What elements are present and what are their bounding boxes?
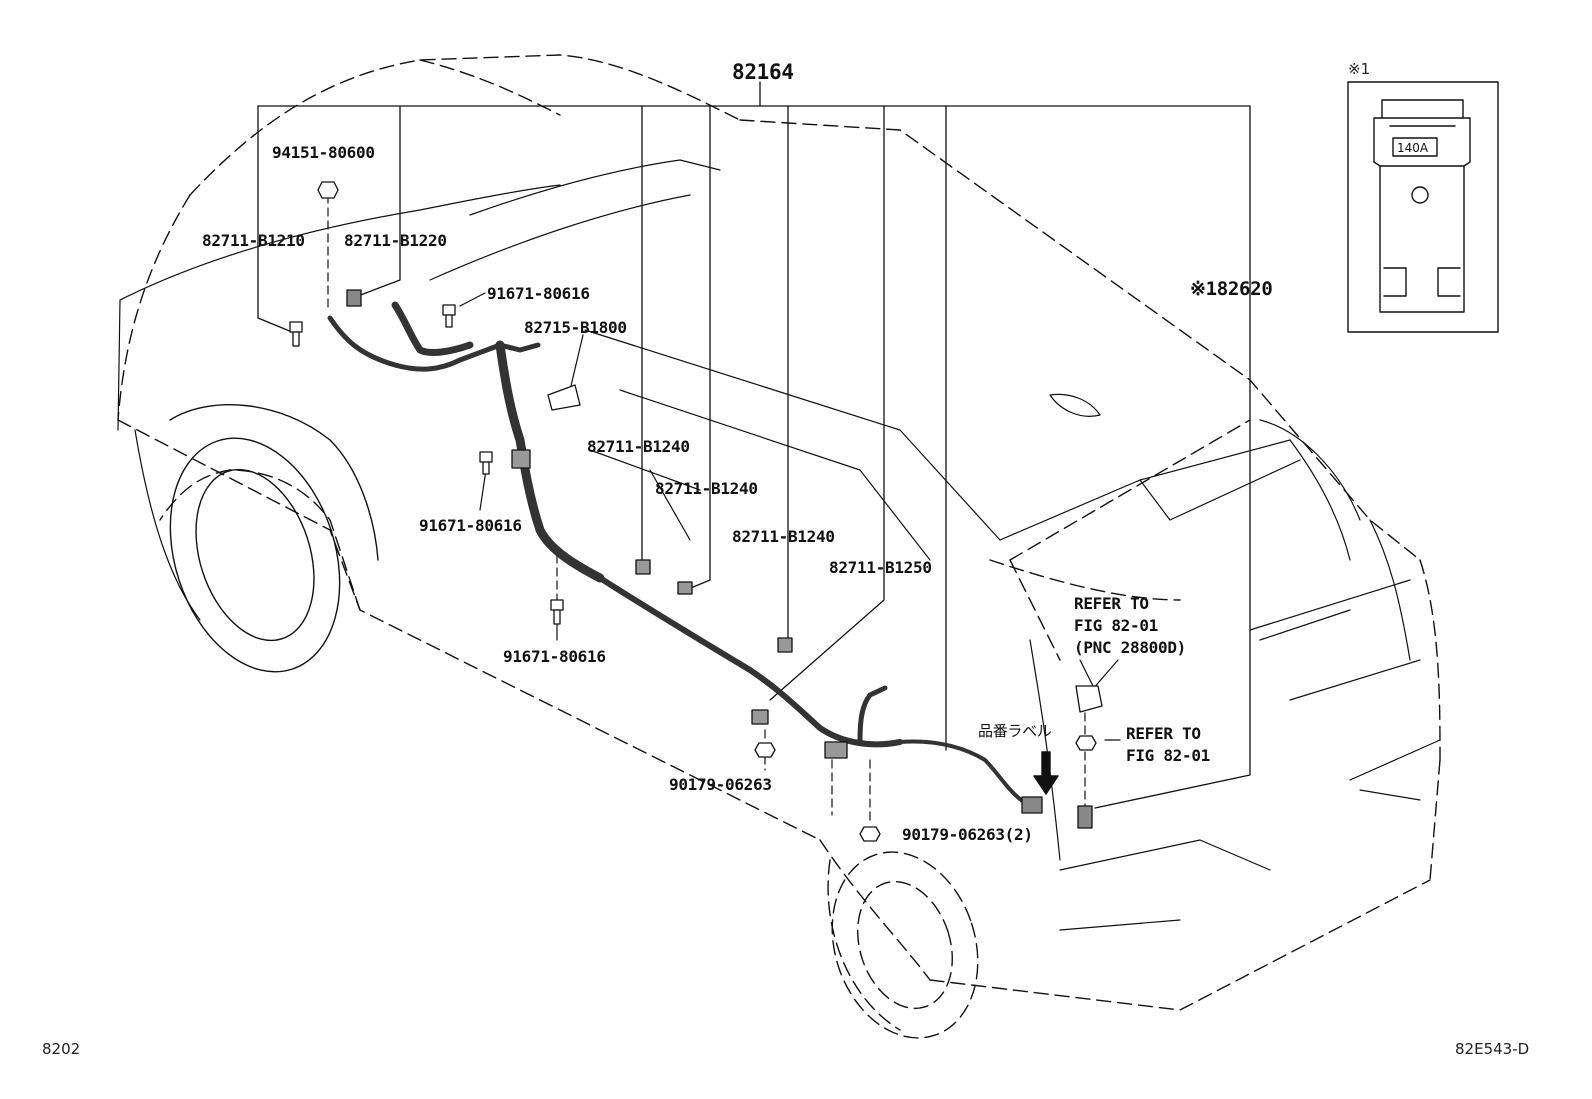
part-label-91671-80616-top: 91671-80616 bbox=[487, 284, 590, 303]
part-label-94151-80600: 94151-80600 bbox=[272, 143, 375, 162]
part-label-82711-B1240-3: 82711-B1240 bbox=[732, 527, 835, 546]
part-label-82711-B1210: 82711-B1210 bbox=[202, 231, 305, 250]
illustration-code: 82E543-D bbox=[1455, 1040, 1530, 1058]
part-label-90179-06263-qty2: 90179-06263(2) bbox=[902, 825, 1033, 844]
part-label-91671-80616-bottom: 91671-80616 bbox=[503, 647, 606, 666]
fuse-rating-label: 140A bbox=[1397, 141, 1429, 155]
part-label-82715-B1800: 82715-B1800 bbox=[524, 318, 627, 337]
refer-to-fig-note: REFER TO FIG 82-01 bbox=[1126, 724, 1210, 765]
part-label-82711-B1250: 82711-B1250 bbox=[829, 558, 932, 577]
assembly-number-label: 82164 bbox=[732, 60, 794, 84]
refer-to-fig-pnc-note: REFER TO FIG 82-01 (PNC 28800D) bbox=[1074, 594, 1186, 657]
part-label-82711-B1240-2: 82711-B1240 bbox=[655, 479, 758, 498]
assembly-bracket-lines bbox=[257, 81, 1251, 809]
figure-number: 8202 bbox=[42, 1040, 81, 1058]
part-label-82711-B1220: 82711-B1220 bbox=[344, 231, 447, 250]
rear-wheel bbox=[827, 851, 979, 1039]
part-label-arrow bbox=[1033, 751, 1059, 795]
part-number-label-jp: 品番ラベル bbox=[978, 722, 1052, 740]
fastener-parts bbox=[289, 181, 1103, 842]
inset-note-mark: ※1 bbox=[1348, 60, 1371, 78]
front-wheel bbox=[169, 404, 379, 673]
part-label-82711-B1240-1: 82711-B1240 bbox=[587, 437, 690, 456]
part-label-91671-80616-left: 91671-80616 bbox=[419, 516, 522, 535]
part-label-82620: ※182620 bbox=[1190, 278, 1273, 300]
inset-fuse-detail bbox=[1347, 81, 1499, 333]
part-label-90179-06263: 90179-06263 bbox=[669, 775, 772, 794]
callout-leaders bbox=[327, 194, 1121, 826]
wire-harness bbox=[327, 301, 1032, 808]
